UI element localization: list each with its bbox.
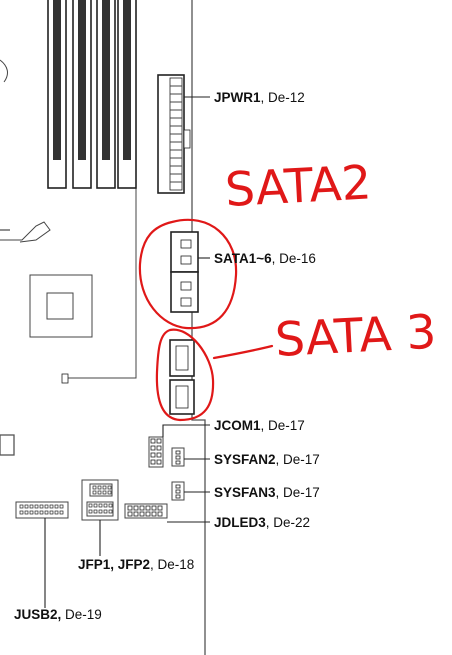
jpwr1-connector <box>157 74 191 194</box>
label-sata1-6: SATA1~6, De-16 <box>214 251 316 266</box>
sata3-connectors <box>169 339 195 415</box>
label-jpwr1: JPWR1, De-12 <box>214 90 305 105</box>
sysfan-headers <box>171 447 185 501</box>
sata3-circle <box>155 328 215 422</box>
label-jcom1: JCOM1, De-17 <box>214 418 305 433</box>
jusb2-header <box>15 501 69 519</box>
jfp-headers <box>81 479 119 521</box>
sata3-annotation: SATA 3 <box>274 305 438 368</box>
label-sysfan3: SYSFAN3, De-17 <box>214 485 320 500</box>
sata2-circle <box>138 218 238 330</box>
dimm-slots <box>47 0 137 189</box>
sata2-annotation: SATA2 <box>224 155 373 218</box>
label-sysfan2: SYSFAN2, De-17 <box>214 452 320 467</box>
jcom1-header <box>148 436 164 468</box>
label-jusb2: JUSB2, De-19 <box>14 607 102 622</box>
red-annotations: SATA2 SATA 3 <box>138 155 438 422</box>
sata3-arrow-line <box>212 344 274 360</box>
labels: JPWR1, De-12 SATA1~6, De-16 JCOM1, De-17… <box>14 90 320 622</box>
label-jdled3: JDLED3, De-22 <box>214 515 310 530</box>
chipset <box>29 274 93 338</box>
sata-connectors <box>170 231 199 313</box>
jdled3-header <box>124 503 168 519</box>
leader-lines <box>44 96 210 608</box>
label-jfp1-jfp2: JFP1, JFP2, De-18 <box>78 557 194 572</box>
